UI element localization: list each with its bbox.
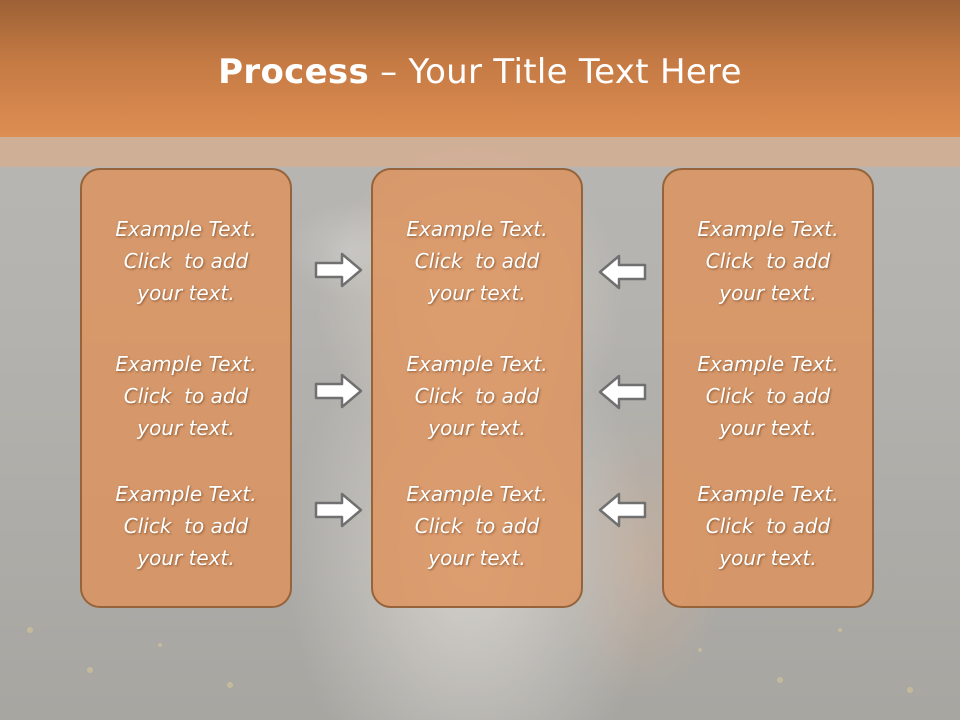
- title-band: [0, 0, 960, 137]
- item-line: your text.: [137, 546, 235, 570]
- item-line: Example Text.: [406, 217, 548, 241]
- item-line: Example Text.: [406, 482, 548, 506]
- item-line: Click to add: [705, 249, 831, 273]
- left-arrow-icon: [597, 374, 647, 410]
- item-line: your text.: [719, 546, 817, 570]
- text-box-center[interactable]: Example Text. Click to add your text. Ex…: [371, 168, 583, 608]
- item-line: your text.: [719, 416, 817, 440]
- item-line: Click to add: [123, 384, 249, 408]
- item-line: your text.: [137, 416, 235, 440]
- text-item[interactable]: Example Text. Click to add your text.: [664, 213, 872, 309]
- item-line: Example Text.: [406, 352, 548, 376]
- item-line: Example Text.: [115, 482, 257, 506]
- text-item[interactable]: Example Text. Click to add your text.: [664, 478, 872, 574]
- text-item[interactable]: Example Text. Click to add your text.: [373, 213, 581, 309]
- title-rest: – Your Title Text Here: [369, 52, 742, 92]
- text-item[interactable]: Example Text. Click to add your text.: [373, 478, 581, 574]
- item-line: Click to add: [414, 249, 540, 273]
- slide-title[interactable]: Process – Your Title Text Here: [0, 52, 960, 92]
- item-line: your text.: [719, 281, 817, 305]
- item-line: your text.: [137, 281, 235, 305]
- right-arrow-icon: [314, 492, 364, 528]
- item-line: Example Text.: [697, 217, 839, 241]
- text-item[interactable]: Example Text. Click to add your text.: [373, 348, 581, 444]
- text-item[interactable]: Example Text. Click to add your text.: [82, 348, 290, 444]
- left-arrow-icon: [597, 492, 647, 528]
- text-box-left[interactable]: Example Text. Click to add your text. Ex…: [80, 168, 292, 608]
- item-line: Click to add: [705, 514, 831, 538]
- text-item[interactable]: Example Text. Click to add your text.: [664, 348, 872, 444]
- text-box-right[interactable]: Example Text. Click to add your text. Ex…: [662, 168, 874, 608]
- item-line: your text.: [428, 546, 526, 570]
- text-item[interactable]: Example Text. Click to add your text.: [82, 213, 290, 309]
- right-arrow-icon: [314, 373, 364, 409]
- title-bold: Process: [218, 52, 370, 92]
- left-arrow-icon: [597, 254, 647, 290]
- right-arrow-icon: [314, 252, 364, 288]
- item-line: Example Text.: [697, 352, 839, 376]
- item-line: Example Text.: [115, 352, 257, 376]
- item-line: your text.: [428, 416, 526, 440]
- item-line: Example Text.: [115, 217, 257, 241]
- title-band-lower: [0, 137, 960, 167]
- item-line: Click to add: [414, 514, 540, 538]
- item-line: Click to add: [123, 514, 249, 538]
- item-line: Click to add: [123, 249, 249, 273]
- item-line: your text.: [428, 281, 526, 305]
- item-line: Click to add: [705, 384, 831, 408]
- item-line: Example Text.: [697, 482, 839, 506]
- text-item[interactable]: Example Text. Click to add your text.: [82, 478, 290, 574]
- item-line: Click to add: [414, 384, 540, 408]
